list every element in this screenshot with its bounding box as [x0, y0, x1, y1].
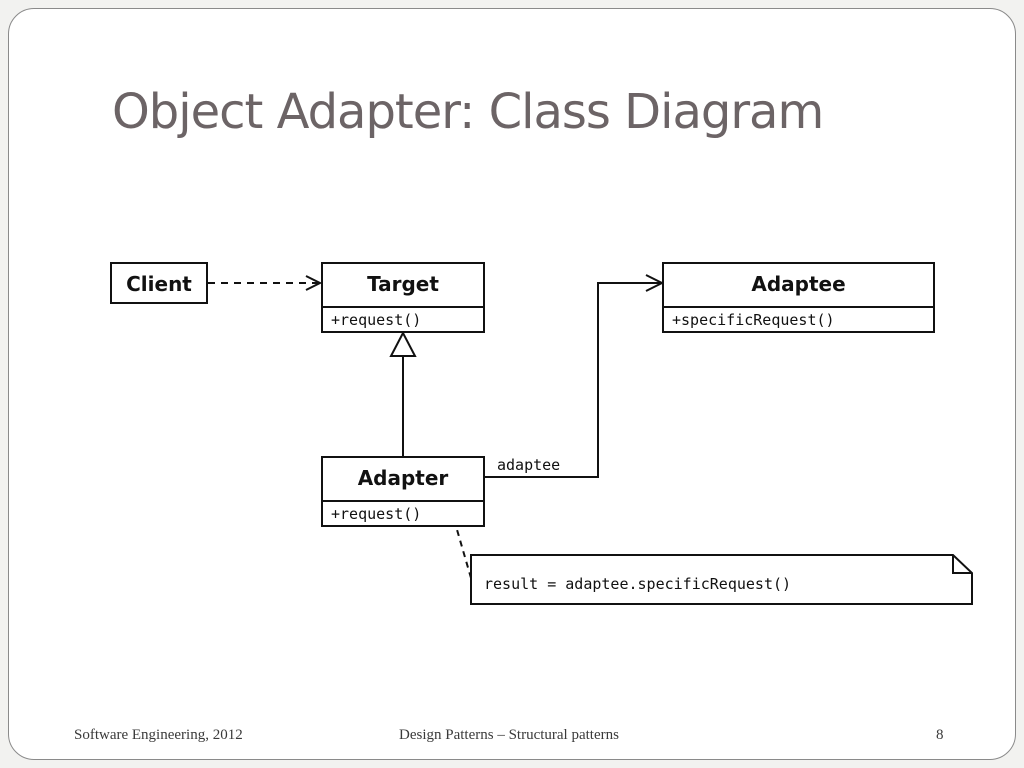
adapter-class: Adapter +request(): [321, 456, 485, 527]
adapter-class-name: Adapter: [357, 466, 449, 490]
client-class: Client: [110, 262, 208, 304]
page-number: 8: [936, 727, 944, 743]
note-text: result = adaptee.specificRequest(): [484, 575, 792, 593]
footer-topic: Design Patterns – Structural patterns: [399, 727, 619, 743]
note-fold: [952, 555, 972, 574]
note-shape: [470, 554, 973, 605]
dependency-arrowhead: [305, 275, 323, 291]
slide-frame: [8, 8, 1016, 760]
target-class-name: Target: [367, 272, 439, 296]
target-operation: +request(): [331, 311, 422, 329]
target-divider: [323, 306, 483, 308]
adaptee-class: Adaptee +specificRequest(): [662, 262, 935, 333]
generalization-triangle: [389, 330, 417, 357]
association-role-label: adaptee: [497, 456, 561, 474]
adapter-divider: [323, 500, 483, 502]
adapter-operation: +request(): [331, 505, 422, 523]
adaptee-class-name: Adaptee: [751, 272, 846, 296]
adaptee-operation: +specificRequest(): [672, 311, 835, 329]
client-class-name: Client: [126, 272, 192, 296]
adaptee-divider: [664, 306, 933, 308]
association-line: [484, 282, 662, 478]
slide-title: Object Adapter: Class Diagram: [112, 84, 824, 140]
footer-course: Software Engineering, 2012: [74, 727, 243, 743]
target-class: Target +request(): [321, 262, 485, 333]
